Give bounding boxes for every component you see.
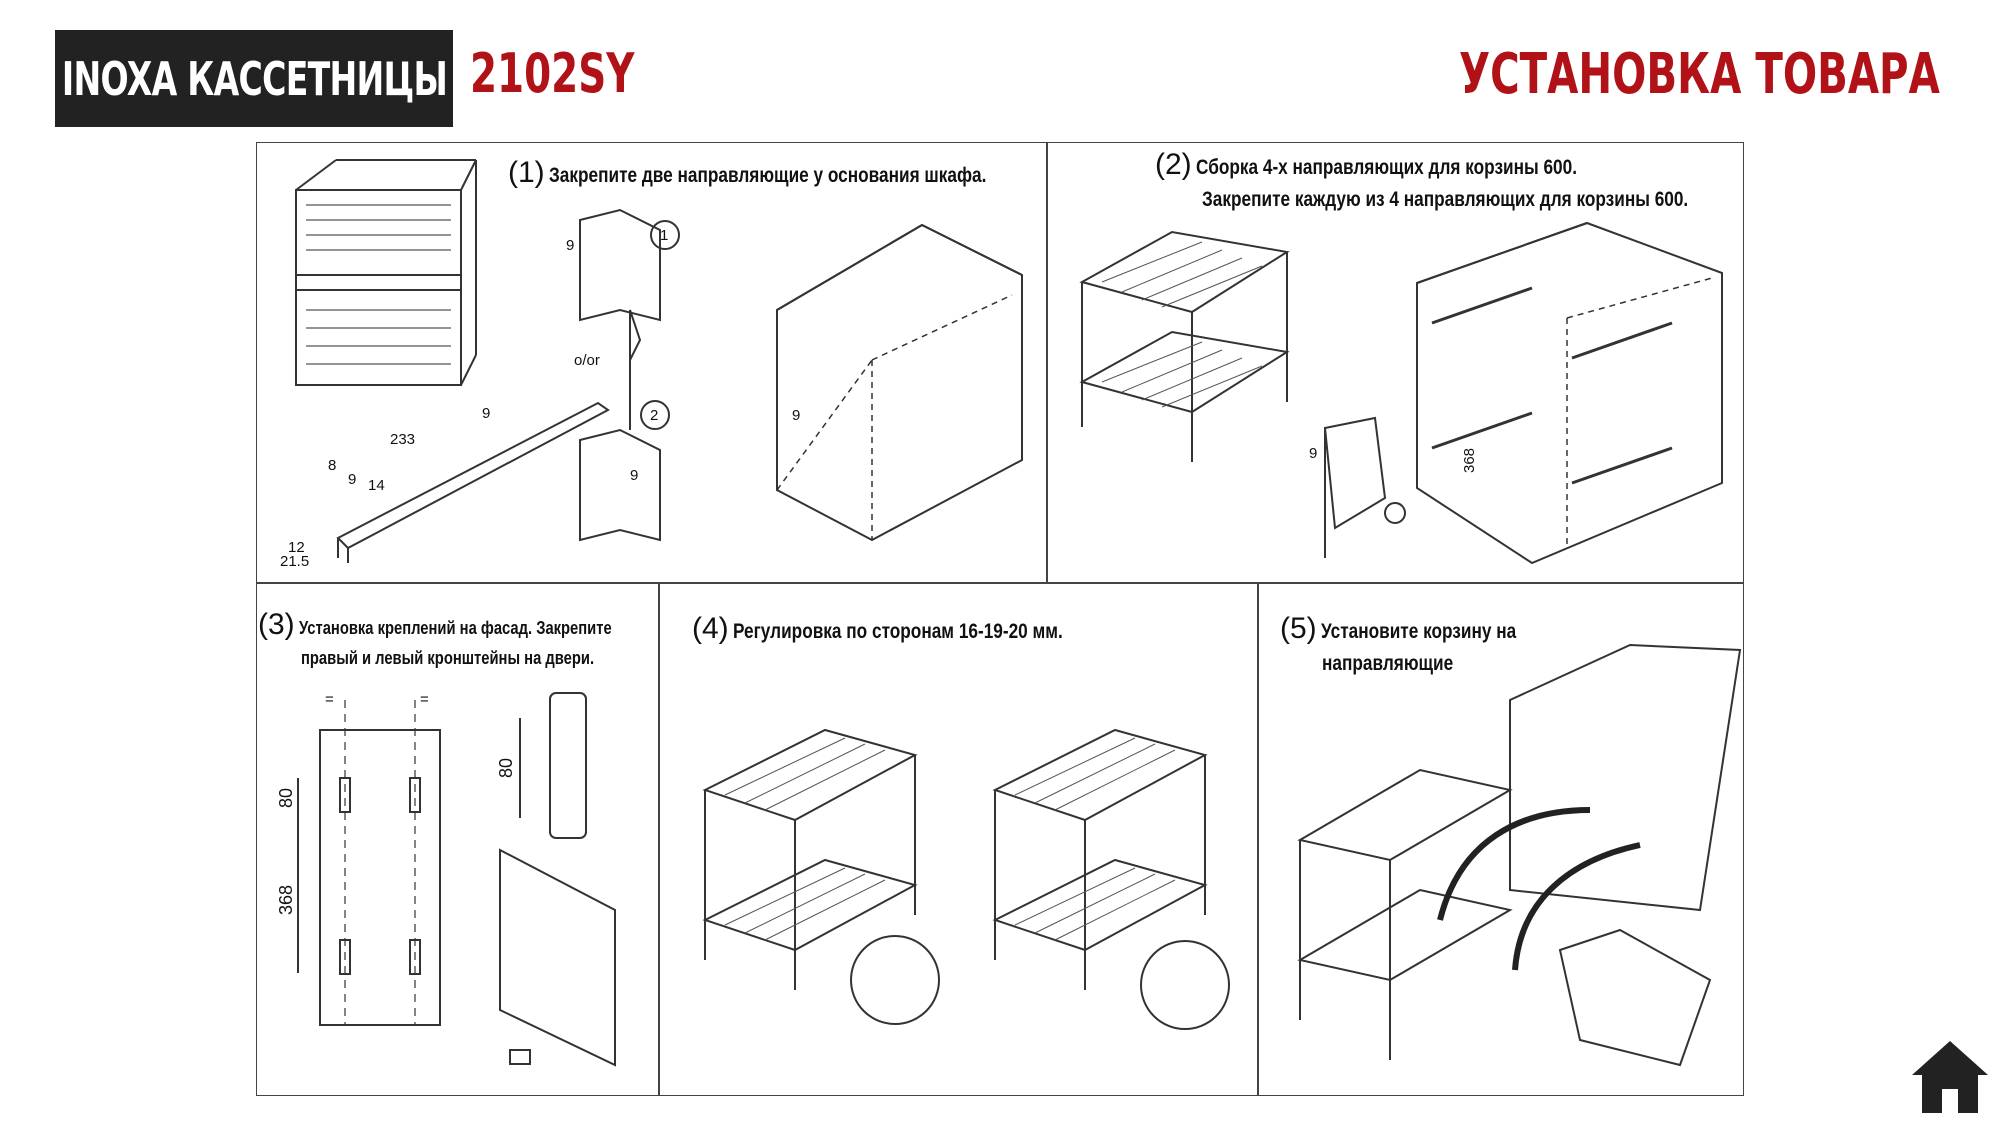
- step-3-number: (3): [258, 608, 295, 641]
- step-1-basket-illustration: [295, 159, 477, 386]
- dim-80-b: 80: [496, 758, 516, 778]
- step-2-text: Сборка 4-х направляющих для корзины 600.: [1196, 156, 1578, 179]
- step-3-text: Установка креплений на фасад. Закрепите: [299, 618, 612, 638]
- dim-9-b: 9: [348, 471, 356, 488]
- divider-vertical-top: [1046, 142, 1048, 582]
- dim-9-f: 9: [1309, 445, 1317, 462]
- step-1-fixing-detail: 9 1 o/or 2 9: [566, 208, 680, 542]
- home-icon[interactable]: [1908, 1037, 1992, 1117]
- dim-9-c: 9: [566, 237, 574, 254]
- brand-box: INOXA КАССЕТНИЦЫ: [55, 30, 453, 127]
- step-5-text-line2: направляющие: [1322, 652, 1454, 675]
- instructions-frame: [256, 142, 1744, 1096]
- circle-2: 2: [650, 407, 658, 424]
- step-1-number: (1): [508, 156, 545, 189]
- step-2-basket-illustration: [1079, 230, 1290, 462]
- eq-mark-right: =: [420, 691, 429, 708]
- step-3-bracket-detail: 80: [496, 692, 587, 839]
- step-1-caption: (1) Закрепите две направляющие у основан…: [508, 156, 1083, 190]
- step-3-door-drawing: = = 80 368: [276, 691, 441, 1026]
- step-2-caption: (2) Сборка 4-х направляющих для корзины …: [1155, 148, 1795, 212]
- divider-vertical-right: [1257, 582, 1259, 1096]
- dim-8: 8: [328, 457, 336, 474]
- step-3-door-panel-illustration: [499, 848, 616, 1067]
- circle-1: 1: [660, 227, 668, 244]
- step-4-basket-left: [702, 728, 940, 1025]
- divider-horizontal: [256, 582, 1744, 584]
- dim-9-e: 9: [792, 407, 800, 424]
- dim-12: 12: [288, 539, 305, 556]
- divider-vertical-left: [658, 582, 660, 1096]
- step-5-caption: (5) Установите корзину на направляющие: [1280, 612, 1559, 676]
- dim-14: 14: [368, 477, 385, 494]
- dim-80-a: 80: [276, 788, 296, 808]
- eq-mark-left: =: [325, 691, 334, 708]
- step-4-caption: (4) Регулировка по сторонам 16-19-20 мм.: [692, 612, 1135, 646]
- step-1-cabinet-illustration: 9: [776, 223, 1023, 542]
- dim-9-d: 9: [630, 467, 638, 484]
- model-code: 2102SY: [470, 42, 635, 105]
- dim-21-5: 21.5: [280, 553, 309, 570]
- step-1-rail-drawing: 233 9 8 9 14 12 21.5: [280, 401, 610, 570]
- step-4-number: (4): [692, 612, 729, 645]
- or-label: o/or: [574, 352, 600, 369]
- step-2-cabinet-illustration: 368: [1416, 221, 1723, 565]
- step-2-number: (2): [1155, 148, 1192, 181]
- step-3-text-line2: правый и левый кронштейны на двери.: [301, 648, 595, 668]
- step-5-number: (5): [1280, 612, 1317, 645]
- dim-233: 233: [390, 431, 415, 448]
- step-2-text-line2: Закрепите каждую из 4 направляющих для к…: [1202, 188, 1689, 211]
- step-4-text: Регулировка по сторонам 16-19-20 мм.: [733, 620, 1063, 643]
- step-3-caption: (3) Установка креплений на фасад. Закреп…: [258, 608, 680, 669]
- dim-368-b: 368: [276, 885, 296, 915]
- step-4-basket-right: [992, 728, 1230, 1030]
- step-1-text: Закрепите две направляющие у основания ш…: [549, 164, 987, 187]
- step-2-bracket-detail: 9: [1309, 416, 1406, 558]
- page-title: УСТАНОВКА ТОВАРА: [1459, 42, 1940, 107]
- dim-9-a: 9: [482, 405, 490, 422]
- step-5-text: Установите корзину на: [1321, 620, 1517, 643]
- dim-368-a: 368: [1461, 448, 1478, 473]
- brand-title: INOXA КАССЕТНИЦЫ: [61, 51, 447, 106]
- step-5-installation-illustration: [1297, 643, 1742, 1067]
